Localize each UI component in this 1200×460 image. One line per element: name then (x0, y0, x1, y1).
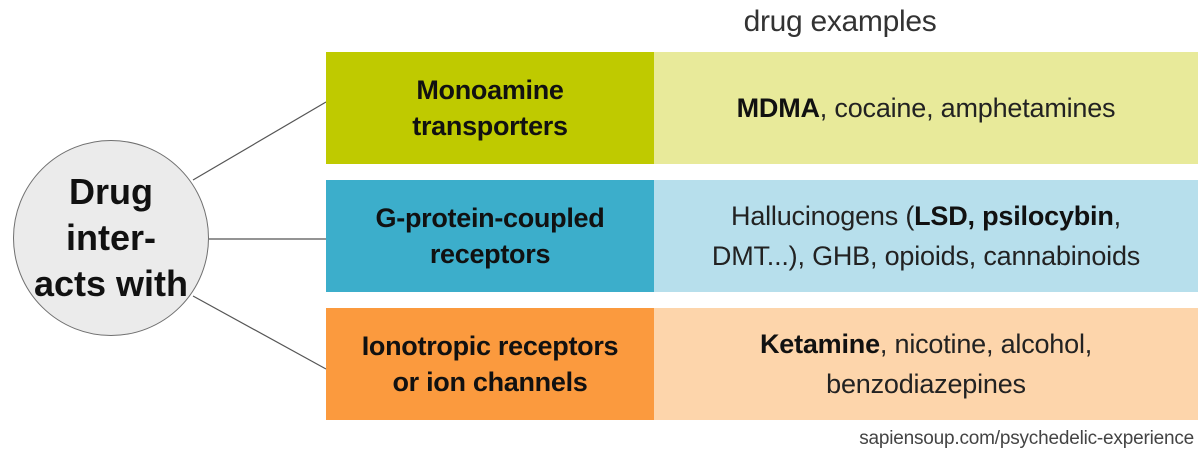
target-label: Monoamine transporters (412, 75, 568, 141)
source-credit: sapiensoup.com/psychedelic-experience (859, 428, 1194, 449)
examples-text: Ketamine, nicotine, alcohol, benzodiazep… (760, 324, 1092, 404)
row-g-protein-coupled-receptors: G-protein-coupled receptors Hallucinogen… (326, 180, 1198, 292)
examples-box-monoamine: MDMA, cocaine, amphetamines (654, 52, 1198, 164)
examples-line-1: Hallucinogens (LSD, psilocybin, (712, 196, 1140, 236)
target-box-gpcr: G-protein-coupled receptors (326, 180, 654, 292)
drug-name-highlight: MDMA (736, 93, 820, 123)
drug-name-highlight: Ketamine (759, 329, 880, 359)
examples-box-gpcr: Hallucinogens (LSD, psilocybin, DMT...),… (654, 180, 1198, 292)
target-box-ionotropic: Ionotropic receptors or ion channels (326, 308, 654, 420)
drug-list-text: , (1113, 201, 1122, 231)
examples-line-2: DMT...), GHB, opioids, cannabinoids (712, 236, 1140, 276)
target-label: Ionotropic receptors or ion channels (361, 331, 619, 397)
drug-list-text: benzodiazepines (826, 369, 1026, 399)
row-monoamine-transporters: Monoamine transporters MDMA, cocaine, am… (326, 52, 1198, 164)
drug-list-text: Hallucinogens ( (731, 201, 915, 231)
target-box-monoamine: Monoamine transporters (326, 52, 654, 164)
drug-list-text: , nicotine, alcohol, (879, 329, 1093, 359)
examples-text: MDMA, cocaine, amphetamines (737, 88, 1116, 128)
connector-line-ionotropic (192, 295, 327, 370)
target-label: G-protein-coupled receptors (375, 203, 605, 269)
column-header-drug-examples: drug examples (743, 5, 937, 38)
drug-list-text: , cocaine, amphetamines (819, 93, 1116, 123)
connector-line-monoamine (192, 101, 327, 181)
row-ionotropic-receptors: Ionotropic receptors or ion channels Ket… (326, 308, 1198, 420)
examples-line-2: benzodiazepines (760, 364, 1092, 404)
examples-line-1: Ketamine, nicotine, alcohol, (760, 324, 1092, 364)
examples-line-1: MDMA, cocaine, amphetamines (737, 88, 1116, 128)
examples-text: Hallucinogens (LSD, psilocybin, DMT...),… (712, 196, 1140, 276)
drug-hub-circle: Drug inter- acts with (13, 140, 209, 336)
hub-label: Drug inter- acts with (33, 171, 189, 304)
drug-list-text: DMT...), GHB, opioids, cannabinoids (711, 241, 1141, 271)
drug-name-highlight: LSD, psilocybin (914, 201, 1114, 231)
examples-box-ionotropic: Ketamine, nicotine, alcohol, benzodiazep… (654, 308, 1198, 420)
